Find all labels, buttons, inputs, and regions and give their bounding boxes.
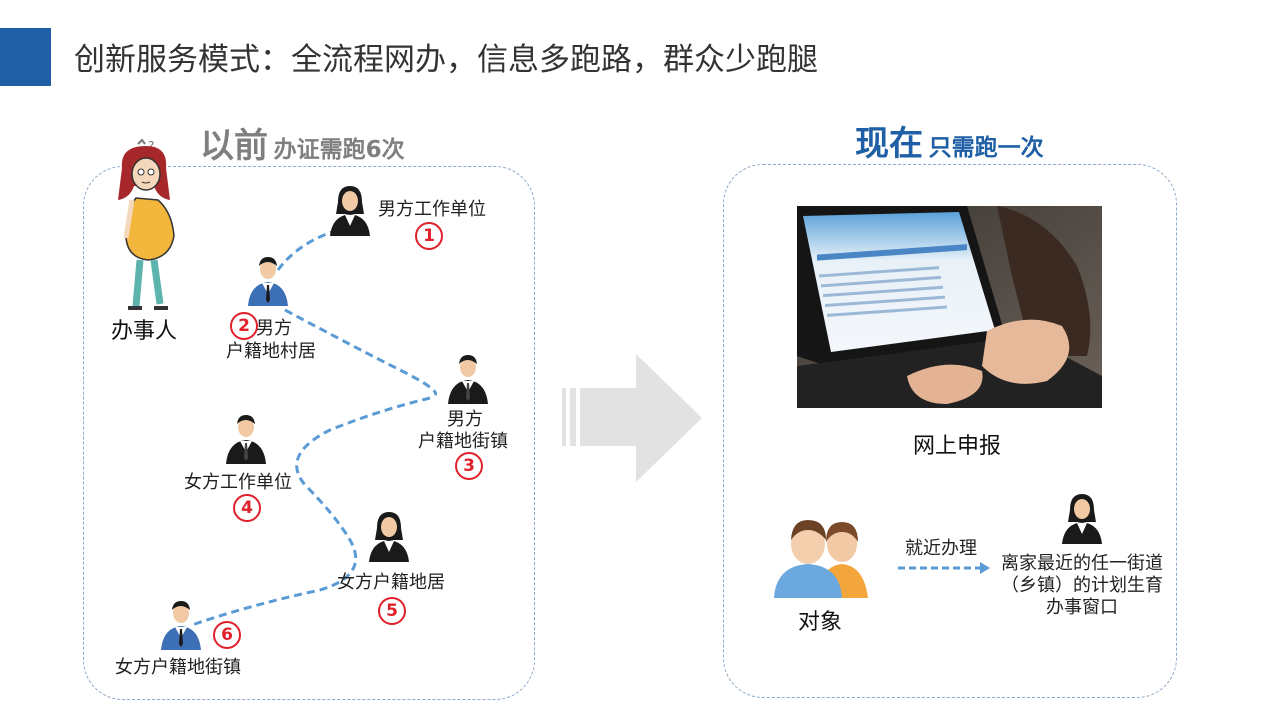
laptop-online-application-image	[797, 206, 1102, 408]
male-official-icon	[448, 355, 488, 404]
heading-now: 现在 只需跑一次	[855, 116, 1044, 165]
step-1-label: 男方工作单位	[378, 199, 486, 220]
transition-arrow-icon	[562, 354, 702, 482]
step-1-number: 1	[415, 222, 443, 250]
applicant-label: 办事人	[111, 319, 178, 344]
now-panel	[723, 164, 1177, 698]
nearby-handling-label: 就近办理	[905, 538, 977, 559]
step-6-label: 女方户籍地街镇	[115, 657, 241, 678]
step-2-label-line2: 户籍地村居	[226, 341, 316, 362]
female-official-icon	[330, 186, 370, 236]
step-3-label-line1: 男方	[447, 409, 483, 430]
male-official-icon	[161, 601, 201, 650]
step-4-number: 4	[233, 494, 261, 522]
service-window-line2: （乡镇）的计划生育	[1001, 575, 1163, 596]
heading-before-sub: 办证需跑6次	[273, 137, 405, 163]
step-4-label: 女方工作单位	[184, 472, 292, 493]
before-panel	[83, 166, 535, 700]
heading-before-main: 以前	[200, 126, 268, 166]
male-official-icon	[226, 415, 266, 464]
step-2-label-line1: 男方	[256, 318, 292, 339]
step-5-label: 女方户籍地居	[337, 572, 445, 593]
step-5-number: 5	[378, 597, 406, 625]
title-accent-bar	[0, 28, 51, 86]
online-application-label: 网上申报	[913, 434, 1002, 459]
step-3-number: 3	[455, 452, 483, 480]
service-window-line3: 办事窗口	[1046, 597, 1118, 618]
page-title: 创新服务模式：全流程网办，信息多跑路，群众少跑腿	[74, 42, 818, 78]
female-official-icon	[369, 512, 409, 562]
female-official-icon	[1062, 494, 1102, 544]
couple-icon	[774, 520, 868, 598]
dashed-arrow-icon	[898, 562, 990, 574]
step-6-number: 6	[213, 621, 241, 649]
service-window-line1: 离家最近的任一街道	[1001, 553, 1163, 574]
subject-label: 对象	[798, 610, 843, 635]
step-2-number: 2	[230, 312, 258, 340]
route-segment-2-3	[284, 308, 438, 397]
svg-text:?: ?	[148, 139, 154, 153]
male-official-icon	[248, 257, 288, 306]
pregnant-woman-icon: ?	[118, 138, 175, 310]
heading-before: 以前 办证需跑6次	[200, 118, 405, 167]
heading-now-main: 现在	[855, 124, 923, 164]
step-3-label-line2: 户籍地街镇	[418, 431, 508, 452]
heading-now-sub: 只需跑一次	[928, 135, 1044, 161]
